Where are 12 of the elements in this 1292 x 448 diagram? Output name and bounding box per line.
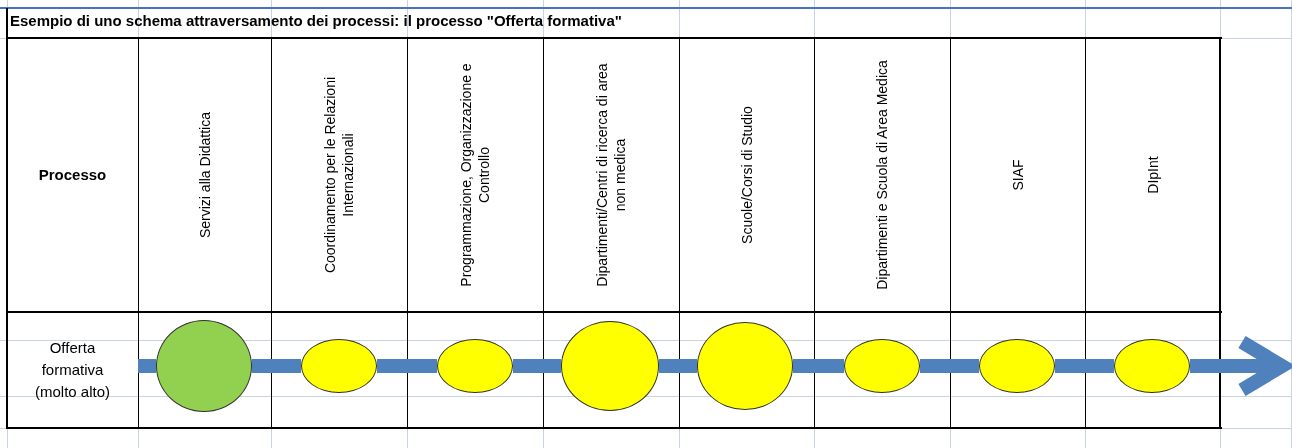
column-header: Dipartimenti/Centri di ricerca di area non medica — [592, 62, 629, 289]
arrow — [1190, 335, 1289, 397]
column-header: Dipartimenti e Scuola di Area Medica — [872, 59, 891, 291]
row-header: Offerta formativa (molto alto) — [34, 338, 111, 402]
row-header: Processo — [37, 165, 108, 186]
column-header: SIAF — [1008, 158, 1027, 193]
column-header: Programmazione, Organizzazione e Controllo — [456, 62, 493, 289]
column-header: Servizi alla Didattica — [195, 110, 214, 241]
column-header: Coordinamento per le Relazioni Internazionali — [320, 75, 357, 276]
table-title: Esempio di uno schema attraversamento dei processi: il processo "Offerta formativa" — [10, 12, 622, 29]
column-header: Scuole/Corsi di Studio — [737, 105, 756, 246]
column-header: DIpInt — [1143, 155, 1162, 196]
